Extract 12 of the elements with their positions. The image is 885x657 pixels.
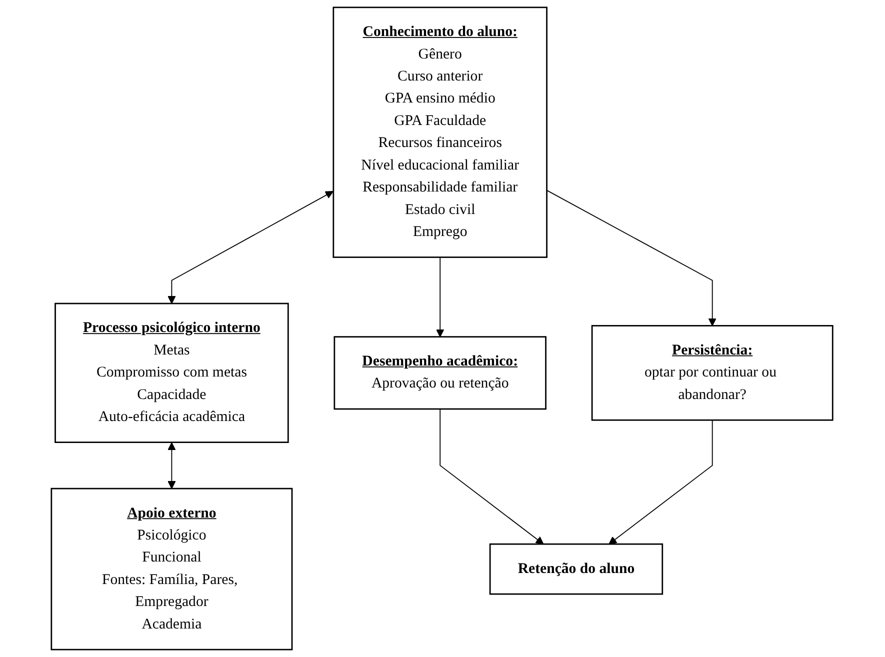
node-box: Desempenho acadêmico: Aprovação ou retenção xyxy=(334,336,547,410)
node-box: Retenção do aluno xyxy=(490,543,664,595)
arrow xyxy=(546,190,717,326)
node-box: Processo psicológico interno Metas Compromisso com metas Capacidade Auto-eficácia acadêmica xyxy=(55,302,290,443)
arrow xyxy=(168,190,334,304)
arrow xyxy=(168,442,176,489)
arrow xyxy=(609,420,714,544)
node-box: Conhecimento do aluno: Gênero Curso anterior GPA ensino médio GPA Faculdade Recursos financeiros Nível educacional familiar Responsabilidade familiar Estado civil Emprego xyxy=(333,6,548,258)
arrow xyxy=(436,256,445,338)
node-box: Apoio externo Psicológico Funcional Fontes: Família, Pares, Empregador Academia xyxy=(51,488,294,650)
arrow xyxy=(440,408,544,544)
node-box: Persistência: optar por continuar ou abandonar? xyxy=(592,325,834,421)
